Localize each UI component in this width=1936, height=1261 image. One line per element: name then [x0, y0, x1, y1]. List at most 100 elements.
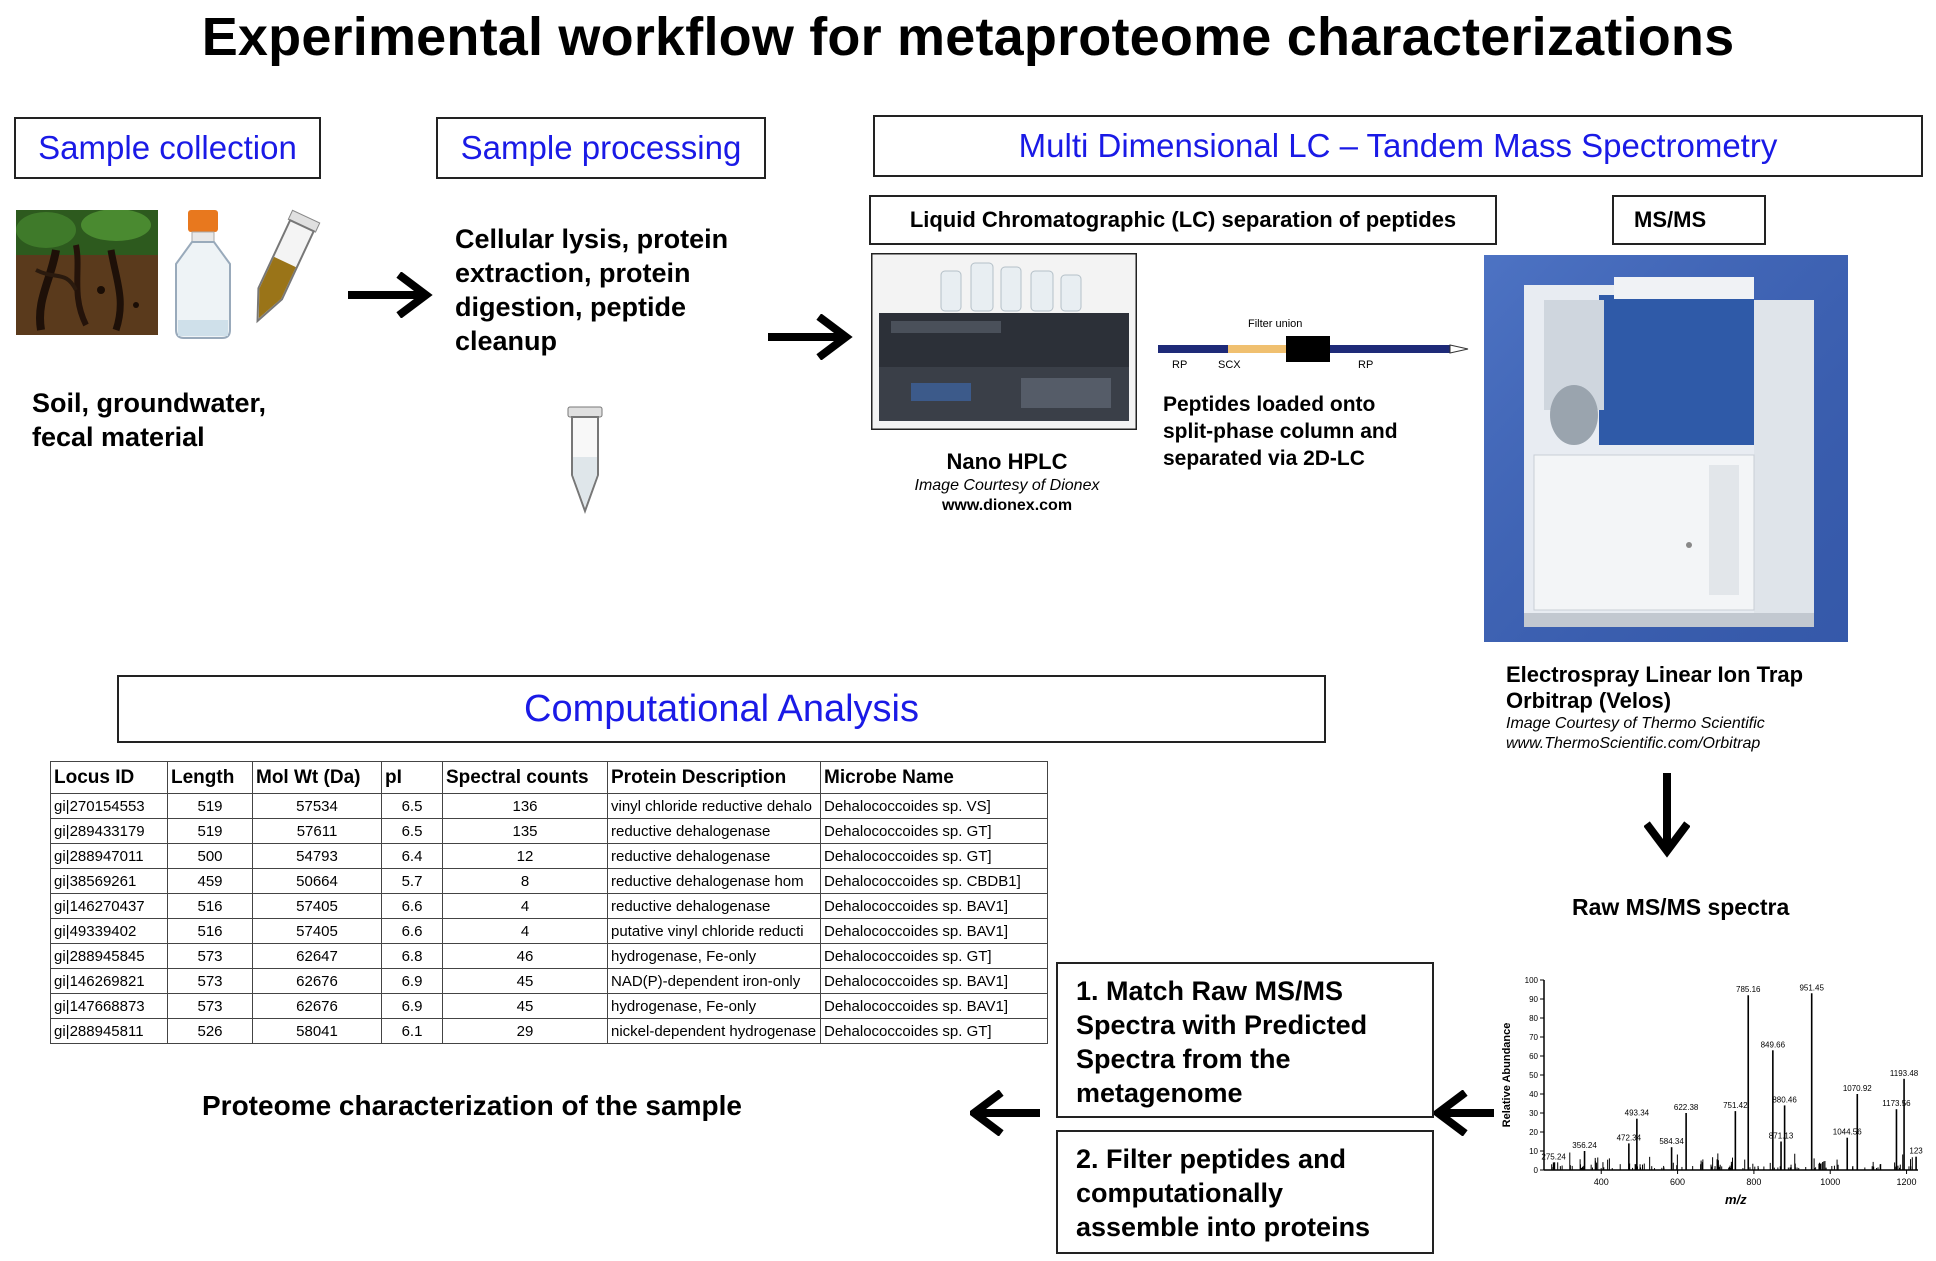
sample-tube-icon [256, 209, 321, 324]
table-cell: 516 [167, 918, 253, 944]
table-cell: 45 [442, 968, 608, 994]
step-line: 2. Filter peptides and [1076, 1144, 1347, 1174]
column-desc-line: split-phase column and [1163, 420, 1398, 443]
computational-header: Computational Analysis [117, 675, 1326, 743]
table-header: Spectral counts [442, 761, 608, 794]
table-cell: 519 [167, 818, 253, 844]
table-header: Mol Wt (Da) [252, 761, 382, 794]
table-header-row: Locus ID Length Mol Wt (Da) pI Spectral … [50, 761, 1048, 794]
table-cell: 58041 [252, 1018, 382, 1044]
y-axis-label: Relative Abundance [1501, 1023, 1513, 1128]
y-tick-label: 60 [1529, 1052, 1538, 1061]
processing-line: Cellular lysis, protein [455, 224, 729, 254]
table-cell: hydrogenase, Fe-only [607, 993, 821, 1019]
table-cell: 50664 [252, 868, 382, 894]
column-rp-left-label: RP [1172, 359, 1188, 371]
peak-label: 849.66 [1761, 1040, 1786, 1049]
sample-collection-header: Sample collection [14, 117, 321, 179]
table-cell: reductive dehalogenase [607, 818, 821, 844]
y-tick-label: 70 [1529, 1033, 1538, 1042]
arrow-left-icon [1434, 1090, 1494, 1136]
table-header: Microbe Name [820, 761, 1048, 794]
table-cell: reductive dehalogenase [607, 843, 821, 869]
column-desc-line: separated via 2D-LC [1163, 447, 1365, 470]
table-cell: reductive dehalogenase hom [607, 868, 821, 894]
ms-url: www.ThermoScientific.com/Orbitrap [1506, 735, 1761, 752]
caption-line: Soil, groundwater, [32, 388, 267, 418]
msms-label: MS/MS [1634, 207, 1707, 232]
step-match-spectra: 1. Match Raw MS/MS Spectra with Predicte… [1056, 962, 1434, 1118]
x-tick-label: 400 [1594, 1177, 1609, 1187]
table-cell: 29 [442, 1018, 608, 1044]
y-tick-label: 50 [1529, 1071, 1538, 1080]
table-cell: 459 [167, 868, 253, 894]
step-line: computationally [1076, 1178, 1284, 1208]
processing-line: extraction, protein [455, 258, 691, 288]
table-cell: Dehalococcoides sp. GT] [820, 1018, 1048, 1044]
table-cell: 6.5 [381, 818, 443, 844]
table-cell: gi|49339402 [50, 918, 168, 944]
table-cell: Dehalococcoides sp. GT] [820, 818, 1048, 844]
table-cell: nickel-dependent hydrogenase [607, 1018, 821, 1044]
table-cell: 6.6 [381, 893, 443, 919]
nano-hplc-image [871, 253, 1137, 430]
hplc-courtesy: Image Courtesy of Dionex [914, 477, 1100, 494]
filter-union-label: Filter union [1248, 318, 1303, 330]
table-cell: 136 [442, 793, 608, 819]
arrow-right-icon [348, 272, 433, 318]
lc-label: Liquid Chromatographic (LC) separation o… [909, 207, 1457, 232]
y-tick-label: 20 [1529, 1128, 1538, 1137]
x-tick-label: 1000 [1820, 1177, 1840, 1187]
table-cell: 573 [167, 968, 253, 994]
peak-label: 584.34 [1659, 1137, 1684, 1146]
peak-label: 1173.56 [1882, 1099, 1911, 1108]
sample-bottle-icon [175, 210, 231, 339]
table-cell: 6.8 [381, 943, 443, 969]
spectra-heading: Raw MS/MS spectra [1572, 894, 1790, 920]
table-cell: 4 [442, 918, 608, 944]
computational-label: Computational Analysis [524, 687, 919, 730]
step-line: Spectra from the [1076, 1044, 1291, 1074]
peak-label: 751.42 [1723, 1101, 1748, 1110]
table-cell: gi|146269821 [50, 968, 168, 994]
peak-label: 1044.56 [1833, 1128, 1862, 1137]
table-cell: 62676 [252, 993, 382, 1019]
ms-name-line1: Electrospray Linear Ion Trap [1506, 662, 1804, 687]
table-cell: 6.9 [381, 968, 443, 994]
peak-label: 1193.48 [1890, 1069, 1919, 1078]
table-cell: 500 [167, 843, 253, 869]
table-header: Length [167, 761, 253, 794]
peak-label: 871.13 [1769, 1132, 1794, 1141]
table-cell: gi|288945811 [50, 1018, 168, 1044]
sample-processing-header: Sample processing [436, 117, 766, 179]
y-tick-label: 90 [1529, 995, 1538, 1004]
table-cell: gi|270154553 [50, 793, 168, 819]
x-tick-label: 1200 [1897, 1177, 1917, 1187]
table-cell: gi|288945845 [50, 943, 168, 969]
step-line: Spectra with Predicted [1076, 1010, 1368, 1040]
table-cell: gi|147668873 [50, 993, 168, 1019]
processing-tube-icon [567, 406, 603, 514]
table-cell: 57405 [252, 893, 382, 919]
results-table: Locus ID Length Mol Wt (Da) pI Spectral … [50, 761, 1048, 1044]
arrow-down-icon [1644, 773, 1690, 858]
sample-collection-caption: Soil, groundwater, fecal material [32, 386, 266, 454]
processing-line: cleanup [455, 326, 558, 356]
y-tick-label: 100 [1525, 976, 1539, 985]
step-line: assemble into proteins [1076, 1212, 1371, 1242]
table-cell: Dehalococcoides sp. GT] [820, 943, 1048, 969]
peak-label: 356.24 [1572, 1141, 1597, 1150]
table-cell: gi|289433179 [50, 818, 168, 844]
table-cell: 573 [167, 993, 253, 1019]
table-cell: 6.4 [381, 843, 443, 869]
table-cell: vinyl chloride reductive dehalo [607, 793, 821, 819]
table-cell: 6.1 [381, 1018, 443, 1044]
lcms-header: Multi Dimensional LC – Tandem Mass Spect… [873, 115, 1923, 177]
table-cell: 46 [442, 943, 608, 969]
x-tick-label: 800 [1746, 1177, 1761, 1187]
peak-label: 493.34 [1625, 1109, 1650, 1118]
soil-image [16, 210, 158, 335]
